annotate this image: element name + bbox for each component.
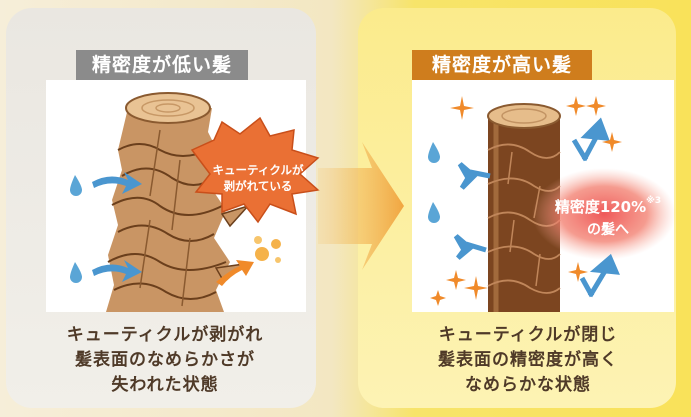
damage-callout-line1: キューティクルが bbox=[212, 163, 304, 177]
high-caption-line2: 髪表面の精密度が高く bbox=[438, 350, 618, 370]
water-drop-icon bbox=[70, 262, 82, 283]
blue-arrow-icon bbox=[92, 172, 142, 194]
precision-badge: 精密度120%※3 の髪へ bbox=[548, 196, 668, 239]
damage-callout-line2: 剥がれている bbox=[223, 179, 293, 193]
high-caption-line1: キューティクルが閉じ bbox=[438, 325, 618, 345]
blue-arrow-icon bbox=[579, 253, 620, 298]
high-caption-line3: なめらかな状態 bbox=[465, 375, 591, 395]
bubbles-icon bbox=[254, 236, 281, 263]
badge-line1: 精密度120% bbox=[554, 198, 647, 216]
high-precision-title: 精密度が高い髪 bbox=[412, 50, 592, 80]
badge-note: ※3 bbox=[646, 196, 662, 206]
water-drop-icon bbox=[428, 142, 440, 163]
badge-glow bbox=[532, 168, 676, 260]
low-caption-line3: 失われた状態 bbox=[111, 375, 219, 395]
sparkle-icon bbox=[430, 96, 622, 306]
badge-line2: の髪へ bbox=[587, 222, 629, 238]
blue-arrow-icon bbox=[92, 260, 142, 282]
blue-arrow-icon bbox=[457, 162, 491, 190]
low-precision-title: 精密度が低い髪 bbox=[76, 50, 248, 80]
water-drop-icon bbox=[70, 175, 82, 196]
low-precision-caption: キューティクルが剥がれ 髪表面のなめらかさが 失われた状態 bbox=[20, 323, 310, 398]
high-precision-caption: キューティクルが閉じ 髪表面の精密度が高く なめらかな状態 bbox=[378, 323, 678, 398]
water-drop-icon bbox=[428, 202, 440, 223]
blue-arrow-icon bbox=[571, 117, 610, 162]
low-caption-line2: 髪表面のなめらかさが bbox=[75, 350, 255, 370]
blue-arrow-icon bbox=[453, 234, 487, 260]
orange-arrow-icon bbox=[216, 260, 254, 286]
low-caption-line1: キューティクルが剥がれ bbox=[66, 325, 264, 345]
smooth-hair-shaft-icon bbox=[487, 103, 561, 312]
